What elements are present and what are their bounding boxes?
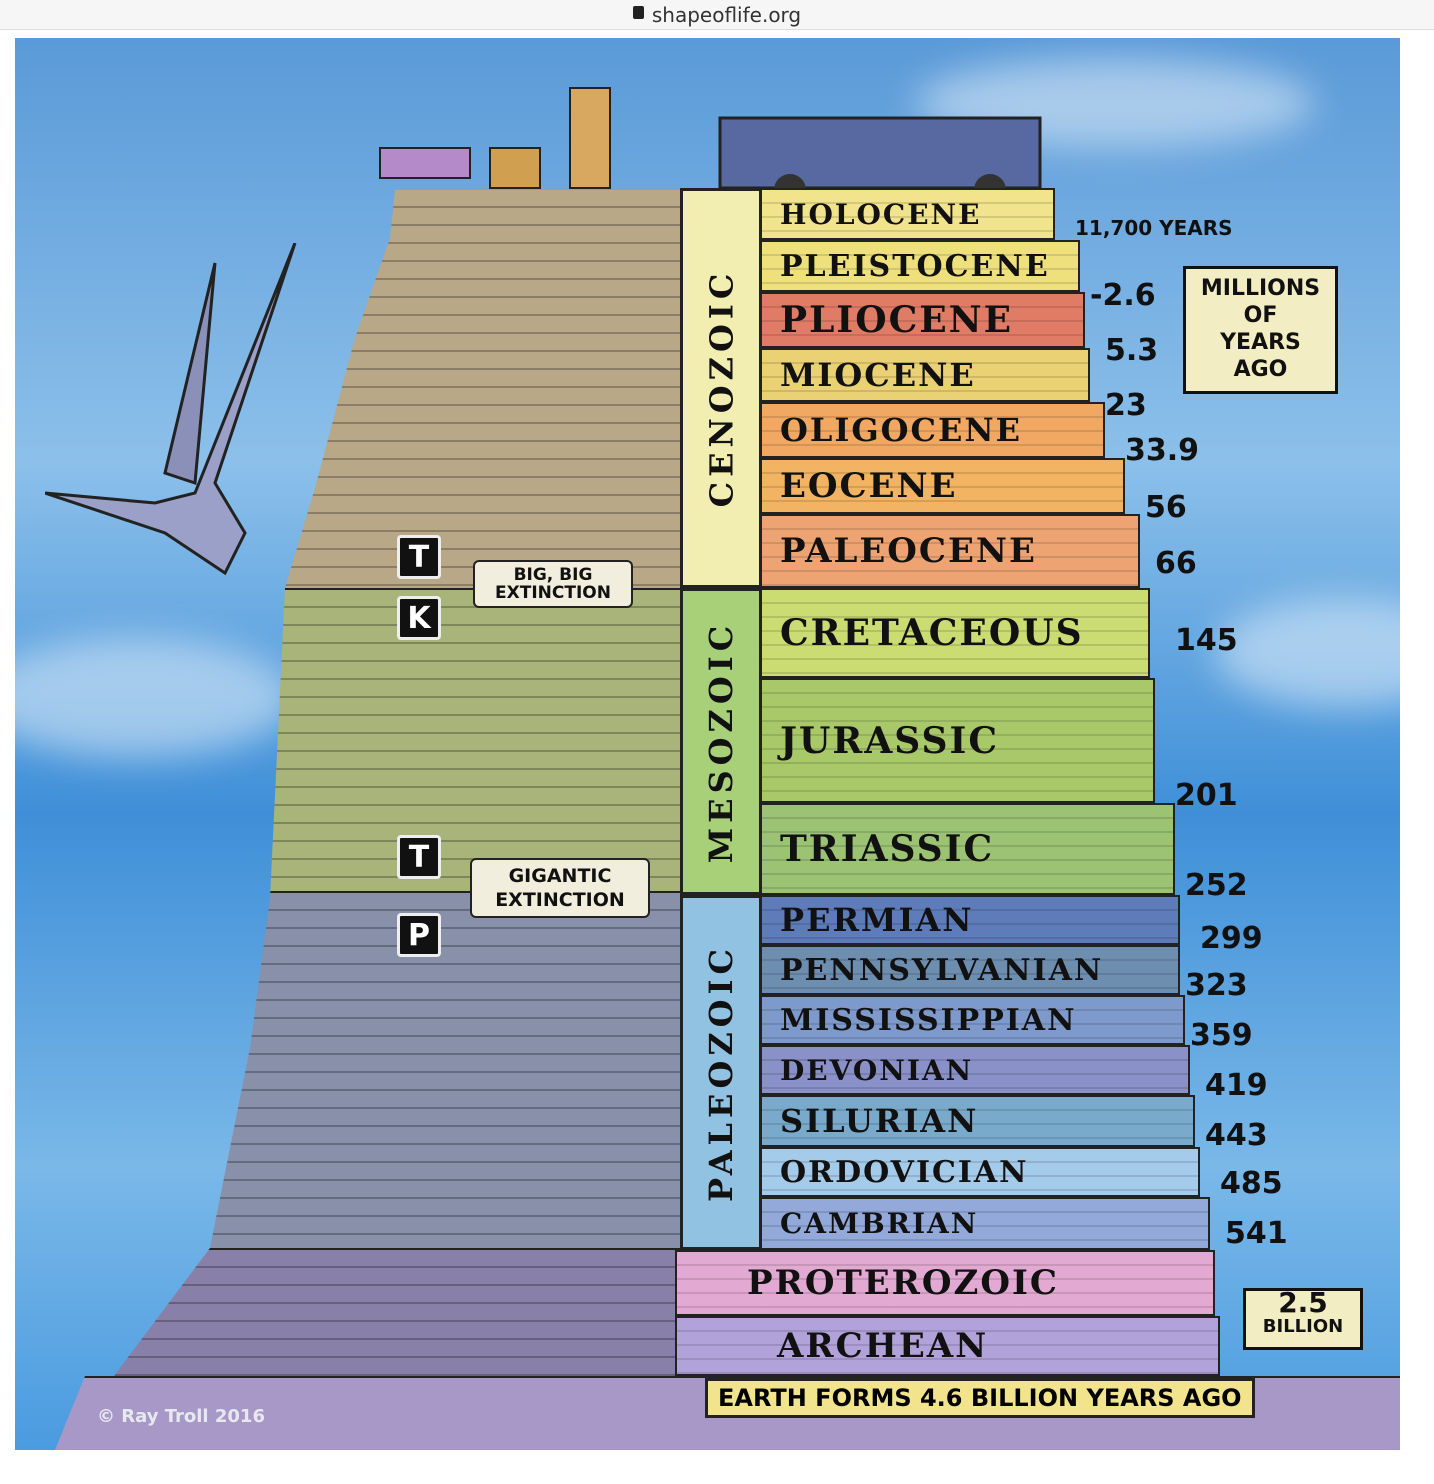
age-label: 145 bbox=[1175, 623, 1238, 658]
era-cenozoic: CENOZOIC bbox=[680, 188, 762, 588]
period-cretaceous: CRETACEOUS bbox=[762, 588, 1150, 678]
era-mesozoic: MESOZOIC bbox=[680, 588, 762, 895]
fossil-layer bbox=[60, 893, 685, 1250]
period-ordovician: ORDOVICIAN bbox=[762, 1147, 1200, 1197]
period-pleistocene: PLEISTOCENE bbox=[762, 240, 1080, 292]
period-oligocene: OLIGOCENE bbox=[762, 402, 1105, 458]
extinction-tag-k: K bbox=[397, 596, 441, 640]
period-silurian: SILURIAN bbox=[762, 1095, 1195, 1147]
period-archean: ARCHEAN bbox=[675, 1316, 1220, 1376]
age-label: 56 bbox=[1145, 490, 1187, 525]
period-cambrian: CAMBRIAN bbox=[762, 1197, 1210, 1250]
age-label: 33.9 bbox=[1125, 433, 1200, 468]
period-devonian: DEVONIAN bbox=[762, 1045, 1190, 1095]
period-permian: PERMIAN bbox=[762, 895, 1180, 945]
lock-icon bbox=[632, 6, 644, 19]
kt-extinction-label: BIG, BIG EXTINCTION bbox=[473, 560, 633, 608]
earth-forms-label: EARTH FORMS 4.6 BILLION YEARS AGO bbox=[705, 1378, 1255, 1418]
age-label: 11,700 YEARS bbox=[1075, 216, 1233, 240]
url-text: shapeoflife.org bbox=[651, 2, 802, 27]
pterosaur-icon bbox=[45, 243, 297, 576]
age-label: 252 bbox=[1185, 868, 1248, 903]
age-label: 541 bbox=[1225, 1216, 1288, 1251]
age-label: 359 bbox=[1190, 1018, 1253, 1053]
period-jurassic: JURASSIC bbox=[762, 678, 1155, 803]
copyright: © Ray Troll 2016 bbox=[97, 1406, 265, 1427]
age-label: 419 bbox=[1205, 1068, 1268, 1103]
url-bar[interactable]: shapeoflife.org bbox=[0, 0, 1434, 30]
period-pliocene: PLIOCENE bbox=[762, 292, 1085, 348]
pt-extinction-label: GIGANTIC EXTINCTION bbox=[470, 858, 650, 918]
period-mississippian: MISSISSIPPIAN bbox=[762, 995, 1185, 1045]
age-label: 5.3 bbox=[1105, 333, 1159, 368]
age-label: 323 bbox=[1185, 968, 1248, 1003]
age-label: 299 bbox=[1200, 921, 1263, 956]
era-paleozoic: PALEOZOIC bbox=[680, 895, 762, 1250]
period-holocene: HOLOCENE bbox=[762, 188, 1055, 240]
age-label: 23 bbox=[1105, 388, 1147, 423]
extinction-tag-t: T bbox=[397, 835, 441, 879]
age-label: 443 bbox=[1205, 1118, 1268, 1153]
people-and-truck-icon bbox=[379, 87, 1042, 198]
period-miocene: MIOCENE bbox=[762, 348, 1090, 402]
cloud bbox=[1215, 598, 1400, 708]
age-label: 201 bbox=[1175, 778, 1238, 813]
period-triassic: TRIASSIC bbox=[762, 803, 1175, 895]
period-paleocene: PALEOCENE bbox=[762, 514, 1140, 588]
period-eocene: EOCENE bbox=[762, 458, 1125, 514]
period-pennsylvanian: PENNSYLVANIAN bbox=[762, 945, 1180, 995]
age-label: 485 bbox=[1220, 1166, 1283, 1201]
extinction-tag-t: T bbox=[397, 535, 441, 579]
period-proterozoic: PROTEROZOIC bbox=[675, 1250, 1215, 1316]
cloud bbox=[15, 638, 295, 758]
age-label: -2.6 bbox=[1090, 278, 1156, 313]
extinction-tag-p: P bbox=[397, 913, 441, 957]
age-label: 66 bbox=[1155, 546, 1197, 581]
